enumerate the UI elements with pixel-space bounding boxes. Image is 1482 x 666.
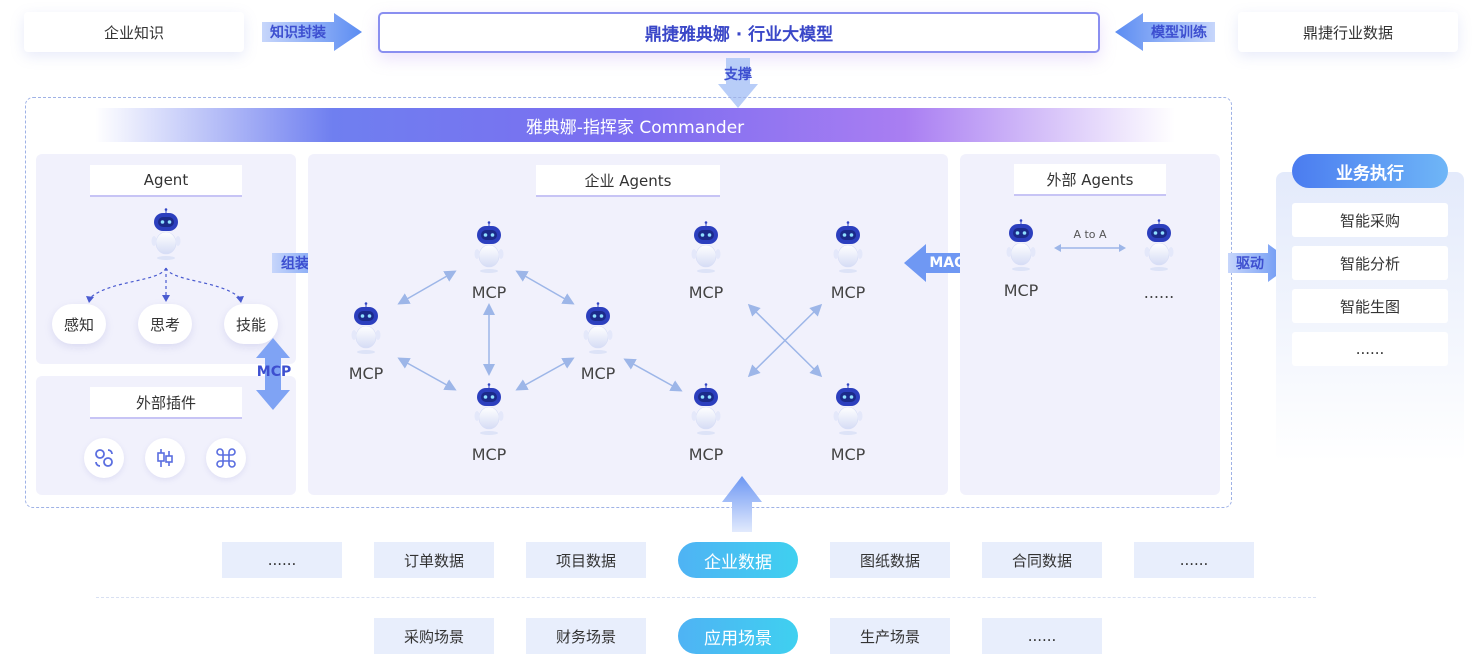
knowledge-encapsulation-label: 知识封装	[270, 25, 326, 41]
application-scene-label: 应用场景	[704, 628, 772, 649]
thinking-node: 思考	[138, 304, 192, 344]
knowledge-encapsulation-arrow	[262, 13, 362, 51]
business-item-label: 智能分析	[1339, 254, 1400, 273]
business-title-text: 业务执行	[1336, 163, 1404, 184]
mcp-vertical-arrow	[256, 338, 290, 410]
assemble-label: 组装	[281, 256, 309, 272]
agent-panel-title: Agent	[90, 165, 242, 197]
data-item-label: 图纸数据	[859, 551, 920, 570]
mcp-agent-robot-icon	[831, 382, 865, 436]
business-item: ......	[1292, 332, 1448, 366]
external-mcp-label: MCP	[1003, 281, 1039, 300]
scene-item-label: 采购场景	[403, 627, 464, 646]
commander-title: 雅典娜-指挥家 Commander	[525, 117, 745, 138]
support-arrow	[718, 58, 758, 108]
enterprise-data-label: 企业数据	[704, 552, 772, 573]
data-item: ......	[1134, 542, 1254, 578]
industry-model-title: 鼎捷雅典娜 · 行业大模型	[644, 25, 834, 45]
external-agent-robot-icon	[1142, 218, 1176, 272]
scene-item-label: ......	[1027, 627, 1057, 645]
business-title: 业务执行	[1292, 154, 1448, 188]
commander-frame	[25, 97, 1232, 508]
support-label: 支撑	[724, 67, 752, 83]
row-divider	[96, 597, 1316, 598]
enterprise-agents-title-text: 企业 Agents	[584, 171, 672, 190]
application-scene-pill: 应用场景	[678, 618, 798, 654]
mcp-agent-label: MCP	[830, 445, 866, 464]
enterprise-agents-panel	[308, 154, 948, 495]
business-item-label: 智能采购	[1339, 211, 1400, 230]
link-icon	[84, 438, 124, 478]
data-item-label: 订单数据	[403, 551, 464, 570]
external-mcp-robot-icon	[1004, 218, 1038, 272]
agent-robot-icon	[149, 207, 183, 261]
mcp-agent-label: MCP	[471, 283, 507, 302]
skills-label: 技能	[235, 315, 266, 334]
data-item-label: 项目数据	[555, 551, 616, 570]
a2a-label: A to A	[1073, 228, 1107, 241]
scene-item: ......	[982, 618, 1102, 654]
external-agents-panel	[960, 154, 1220, 495]
external-agents-title: 外部 Agents	[1014, 164, 1166, 196]
business-item: 智能分析	[1292, 246, 1448, 280]
enterprise-network-lines	[397, 270, 823, 392]
data-item: 图纸数据	[830, 542, 950, 578]
plugin-panel-title: 外部插件	[90, 387, 242, 419]
plugin-title-text: 外部插件	[135, 393, 196, 412]
scene-item: 采购场景	[374, 618, 494, 654]
external-more-label: ......	[1143, 283, 1175, 302]
scene-item-label: 财务场景	[555, 627, 616, 646]
data-item-label: 合同数据	[1011, 551, 1072, 570]
mcp-agent-robot-icon	[472, 220, 506, 274]
command-icon	[206, 438, 246, 478]
data-up-arrow	[722, 476, 762, 532]
industry-data-card: 鼎捷行业数据	[1238, 12, 1458, 52]
commander-bar: 雅典娜-指挥家 Commander	[95, 108, 1175, 142]
scene-item: 生产场景	[830, 618, 950, 654]
agent-title-text: Agent	[143, 171, 189, 189]
industry-data-label: 鼎捷行业数据	[1302, 23, 1393, 42]
mcp-agent-robot-icon	[831, 220, 865, 274]
a2a-arrow	[1054, 244, 1126, 252]
business-item-label: 智能生图	[1339, 297, 1400, 316]
business-item: 智能生图	[1292, 289, 1448, 323]
enterprise-knowledge-label: 企业知识	[103, 23, 164, 42]
data-item: 订单数据	[374, 542, 494, 578]
candlestick-icon	[145, 438, 185, 478]
mcp-agent-label: MCP	[580, 364, 616, 383]
mcp-agent-robot-icon	[689, 220, 723, 274]
mcp-agent-label: MCP	[348, 364, 384, 383]
mcp-agent-robot-icon	[472, 382, 506, 436]
drive-label: 驱动	[1236, 256, 1264, 272]
business-item-label: ......	[1355, 340, 1385, 358]
mcp-agent-label: MCP	[688, 445, 724, 464]
mcp-agent-label: MCP	[830, 283, 866, 302]
mcp-agent-label: MCP	[471, 445, 507, 464]
enterprise-agents-title: 企业 Agents	[536, 165, 720, 197]
enterprise-data-pill: 企业数据	[678, 542, 798, 578]
perception-node: 感知	[52, 304, 106, 344]
business-item: 智能采购	[1292, 203, 1448, 237]
model-training-label: 模型训练	[1151, 25, 1207, 41]
industry-model-box: 鼎捷雅典娜 · 行业大模型	[378, 12, 1100, 53]
agent-branch-lines	[86, 267, 244, 303]
scene-item: 财务场景	[526, 618, 646, 654]
data-item-label: ......	[267, 551, 297, 569]
mcp-agent-robot-icon	[689, 382, 723, 436]
mcp-agent-robot-icon	[349, 301, 383, 355]
skills-node: 技能	[224, 304, 278, 344]
data-item: 合同数据	[982, 542, 1102, 578]
data-item-label: ......	[1179, 551, 1209, 569]
mcp-agent-robot-icon	[581, 301, 615, 355]
mcp-agent-label: MCP	[688, 283, 724, 302]
model-training-arrow	[1115, 13, 1215, 51]
perception-label: 感知	[63, 315, 94, 334]
thinking-label: 思考	[149, 315, 180, 334]
scene-item-label: 生产场景	[859, 627, 920, 646]
mcp-vertical-label: MCP	[256, 364, 292, 380]
data-item: ......	[222, 542, 342, 578]
enterprise-knowledge-card: 企业知识	[24, 12, 244, 52]
data-item: 项目数据	[526, 542, 646, 578]
external-agents-title-text: 外部 Agents	[1046, 170, 1134, 189]
